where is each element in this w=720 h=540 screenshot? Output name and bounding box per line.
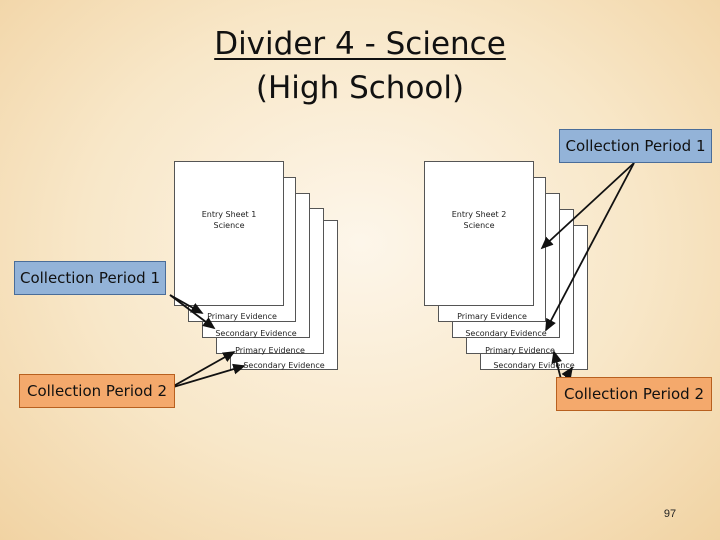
- stack2-entry-line1: Entry Sheet 2: [451, 210, 507, 219]
- collection-period-1-left-label: Collection Period 1: [14, 261, 166, 295]
- title-line-1: Divider 4 - Science: [214, 26, 506, 62]
- stack1-primary2-label: Primary Evidence: [235, 346, 305, 355]
- stack1-entry-label: Entry Sheet 1 Science: [174, 209, 284, 231]
- slide-title: Divider 4 - Science (High School): [0, 22, 720, 110]
- stack2-primary1-label: Primary Evidence: [457, 312, 527, 321]
- collection-period-2-right-label: Collection Period 2: [556, 377, 712, 411]
- stack2-primary2-label: Primary Evidence: [485, 346, 555, 355]
- stack2-secondary2-label: Secondary Evidence: [493, 361, 575, 370]
- arrow-cp1-top-to-stack2-secondary1: [545, 162, 635, 332]
- stack2-secondary1-label: Secondary Evidence: [465, 329, 547, 338]
- page-number: 97: [663, 508, 677, 520]
- arrow-cp2-left-to-stack1-secondary2: [169, 363, 246, 389]
- collection-period-2-left-label: Collection Period 2: [19, 374, 175, 408]
- stack2-entry-label: Entry Sheet 2 Science: [424, 209, 534, 231]
- stack1-secondary2-label: Secondary Evidence: [243, 361, 325, 370]
- collection-period-1-top-label: Collection Period 1: [559, 129, 712, 163]
- arrow-cp1-top-to-stack2-primary1: [540, 162, 635, 250]
- title-line-2: (High School): [255, 70, 465, 106]
- stack1-entry-line1: Entry Sheet 1: [201, 210, 257, 219]
- arrow-cp1-left-to-stack1-secondary1: [169, 294, 216, 330]
- stack1-entry-line2: Science: [213, 221, 245, 230]
- stack1-entry-sheet: [174, 161, 284, 306]
- stack2-entry-sheet: [424, 161, 534, 306]
- stack1-secondary1-label: Secondary Evidence: [215, 329, 297, 338]
- stack1-primary1-label: Primary Evidence: [207, 312, 277, 321]
- arrow-cp2-left-to-stack1-primary2: [169, 351, 236, 389]
- stack2-entry-line2: Science: [463, 221, 495, 230]
